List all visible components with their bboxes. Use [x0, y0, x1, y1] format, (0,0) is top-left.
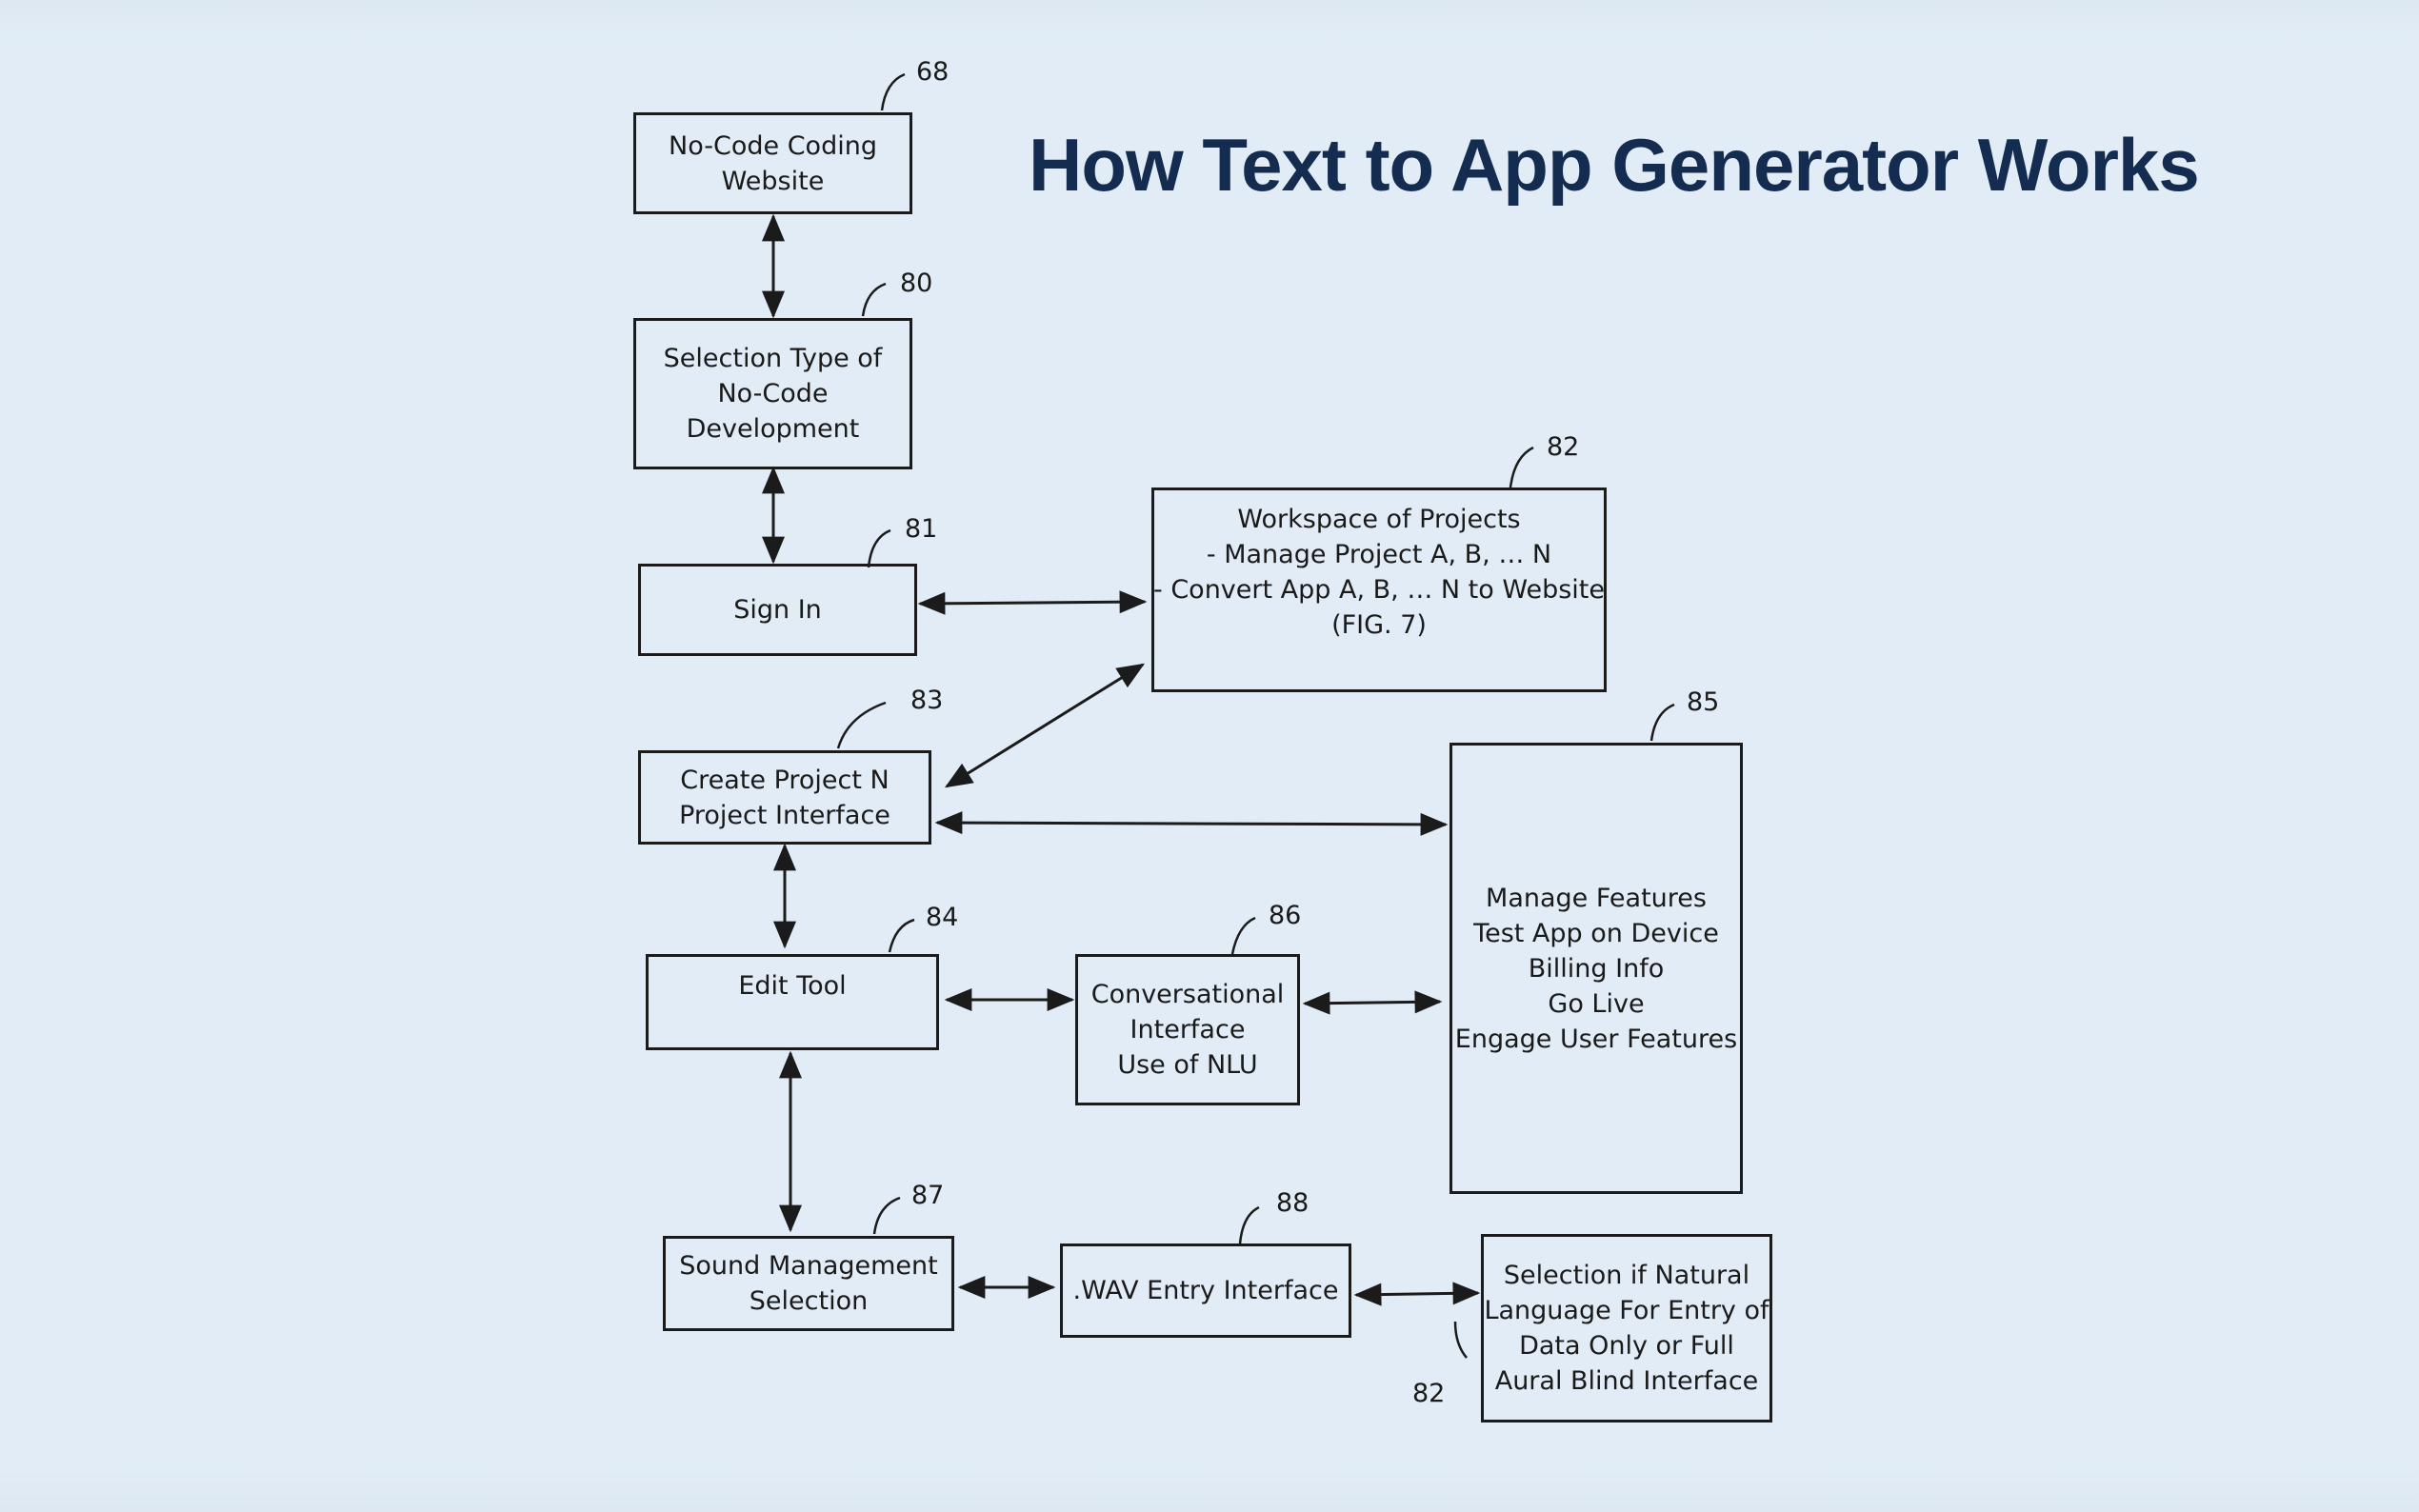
box-line: .WAV Entry Interface: [1072, 1276, 1339, 1305]
ref-number-82-natural-language: 82: [1412, 1379, 1446, 1408]
box-line: Language For Entry of: [1484, 1296, 1769, 1325]
page-title: How Text to App Generator Works: [1029, 123, 2200, 207]
box-line: Manage Features: [1486, 883, 1707, 913]
ref-number-87: 87: [911, 1181, 945, 1210]
box-conversational-interface: Conversational Interface Use of NLU: [1075, 954, 1300, 1105]
box-sound-management: Sound Management Selection: [663, 1236, 954, 1331]
box-line: Project Interface: [679, 800, 890, 830]
leader-82-top: [1509, 446, 1534, 488]
ref-number-80: 80: [900, 269, 933, 298]
ref-number-84: 84: [926, 903, 959, 932]
leader-82-bottom: [1453, 1321, 1468, 1359]
leader-85: [1649, 703, 1675, 742]
leader-84: [888, 918, 915, 953]
ref-number-68: 68: [916, 57, 950, 87]
box-line: No-Code: [717, 379, 829, 408]
box-line: No-Code Coding: [669, 130, 877, 161]
leader-83: [836, 701, 887, 749]
box-line: Engage User Features: [1454, 1024, 1738, 1054]
box-manage-features: Manage Features Test App on Device Billi…: [1449, 743, 1743, 1194]
box-no-code-website: No-Code Coding Website: [633, 112, 912, 214]
box-line: Go Live: [1548, 988, 1645, 1019]
box-line: Sign In: [733, 595, 822, 625]
leader-86: [1230, 916, 1256, 955]
box-selection-type: Selection Type of No-Code Development: [633, 318, 912, 469]
leader-80: [861, 282, 887, 317]
box-natural-language: Selection if Natural Language For Entry …: [1481, 1234, 1772, 1422]
box-line: Selection: [749, 1286, 869, 1316]
box-line: Website: [721, 166, 825, 196]
arrow-wav-natural: [1353, 1282, 1481, 1306]
box-line: Interface: [1130, 1015, 1246, 1044]
box-line: Use of NLU: [1117, 1050, 1258, 1080]
ref-number-86: 86: [1269, 901, 1302, 930]
leader-68: [880, 72, 906, 111]
box-line: Aural Blind Interface: [1494, 1366, 1759, 1396]
box-line: Selection Type of: [663, 344, 883, 373]
box-line: Test App on Device: [1473, 918, 1719, 948]
box-line: Development: [686, 414, 860, 444]
arrow-signin-workspace: [917, 590, 1148, 615]
arrow-create-workspace: [944, 663, 1146, 788]
box-line: Edit Tool: [738, 971, 847, 1001]
box-line: Data Only or Full: [1519, 1331, 1734, 1361]
arrow-create-features: [934, 811, 1449, 836]
box-line: Billing Info: [1528, 953, 1665, 984]
ref-number-83: 83: [910, 686, 944, 715]
ref-number-82-workspace: 82: [1547, 432, 1580, 462]
arrow-conversational-features: [1302, 990, 1443, 1015]
box-line: (FIG. 7): [1331, 610, 1427, 640]
box-line: - Manage Project A, B, … N: [1206, 540, 1552, 569]
leader-88: [1238, 1205, 1260, 1244]
box-line: Selection if Natural: [1503, 1261, 1750, 1290]
leader-87: [872, 1196, 901, 1235]
box-workspace: Workspace of Projects - Manage Project A…: [1151, 487, 1607, 692]
box-line: Sound Management: [679, 1251, 938, 1281]
ref-number-85: 85: [1687, 687, 1720, 717]
box-line: - Convert App A, B, … N to Website: [1153, 575, 1606, 605]
box-line: Create Project N: [680, 765, 890, 795]
leader-81: [867, 528, 891, 568]
box-line: Conversational: [1090, 980, 1285, 1009]
box-create-project: Create Project N Project Interface: [638, 750, 931, 845]
ref-number-81: 81: [905, 514, 938, 544]
ref-number-88: 88: [1276, 1188, 1309, 1218]
box-line: Workspace of Projects: [1237, 505, 1521, 534]
box-sign-in: Sign In: [638, 564, 917, 656]
box-edit-tool: Edit Tool: [646, 954, 939, 1050]
box-wav-entry: .WAV Entry Interface: [1060, 1243, 1351, 1338]
